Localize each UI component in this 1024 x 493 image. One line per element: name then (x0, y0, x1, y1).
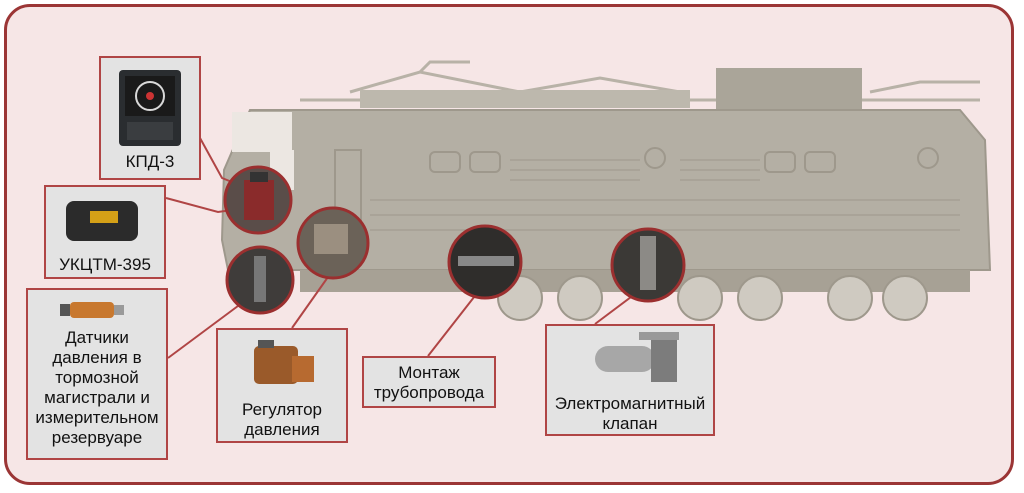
valve-label: Электромагнитный клапан (554, 394, 706, 433)
ukctm-device-image (66, 201, 138, 241)
pressure-sensor-image (60, 302, 124, 318)
photo-kpd-mount (223, 165, 293, 235)
photo-sensor-mount (225, 245, 295, 315)
regulator-device-image (254, 340, 314, 384)
photo-valve-mount (610, 227, 686, 303)
valve-device-image (595, 332, 679, 382)
bogies (497, 275, 928, 321)
cab-window (232, 112, 292, 152)
kpd-device-image (119, 70, 181, 146)
callout-ukctm: УКЦТМ-395 (44, 185, 166, 279)
pipeline-label: Монтаж трубопровода (373, 363, 485, 402)
sensors-label: Датчики давления в тормозной магистрали … (35, 328, 159, 447)
callout-valve: Электромагнитный клапан (545, 324, 715, 436)
photo-pipeline (447, 224, 523, 300)
callout-kpd: КПД-3 (99, 56, 201, 180)
callout-regulator: Регулятор давления (216, 328, 348, 443)
callout-connectors (165, 137, 644, 359)
photo-regulator-mount (296, 206, 370, 280)
ukctm-label: УКЦТМ-395 (59, 255, 151, 274)
kpd-label: КПД-3 (125, 152, 175, 171)
roof-equipment (716, 68, 862, 114)
regulator-label: Регулятор давления (241, 400, 322, 439)
callout-pipeline: Монтаж трубопровода (362, 356, 496, 408)
callout-sensors: Датчики давления в тормозной магистрали … (26, 288, 168, 460)
